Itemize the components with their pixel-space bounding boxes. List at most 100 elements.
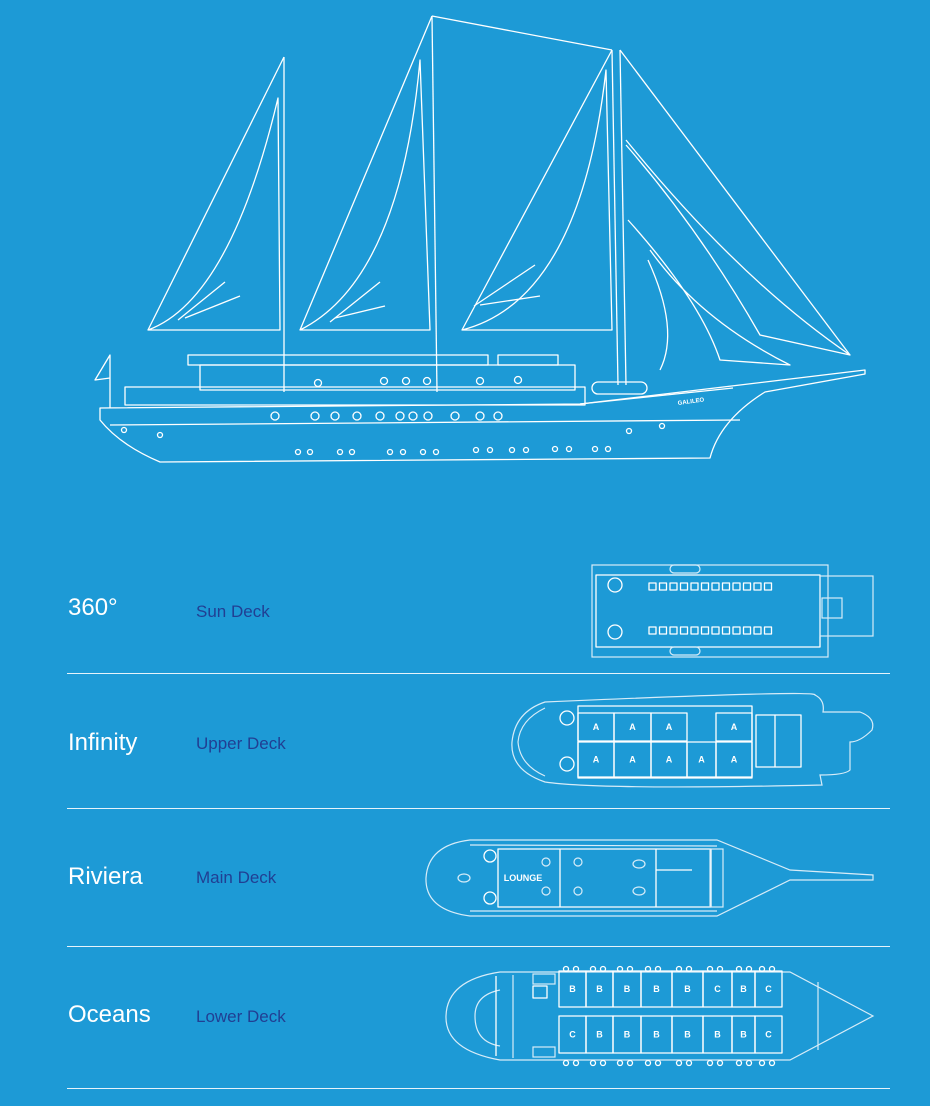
cabin (640, 1015, 673, 1054)
porthole-icon (675, 965, 683, 973)
sun-lounger-icon (690, 582, 699, 591)
porthole-icon (654, 1059, 662, 1067)
cabin-type-label: A (698, 755, 705, 765)
main-deck-plan: LOUNGE (425, 839, 874, 917)
cabin (577, 712, 615, 742)
sun-lounger-icon (742, 626, 752, 635)
porthole-icon (706, 1059, 714, 1067)
sun-lounger-icon (700, 626, 710, 635)
cabin (613, 741, 652, 778)
cabin (731, 970, 756, 1008)
sun-lounger-icon (669, 626, 678, 635)
cabin-type-label: C (765, 984, 772, 994)
deck-label-lower: Lower Deck (196, 1007, 286, 1026)
porthole-icon (675, 1059, 683, 1067)
sun-lounger-icon (732, 626, 741, 635)
sun-lounger-icon (711, 626, 720, 635)
sun-lounger-icon (763, 626, 773, 635)
porthole-icon (768, 965, 776, 973)
sun-lounger-icon (679, 626, 689, 635)
cabin-type-label: A (731, 755, 738, 765)
sun-lounger-icon (700, 582, 710, 591)
sun-lounger-icon (763, 582, 773, 591)
sun-lounger-icon (658, 582, 668, 591)
cabin (585, 970, 614, 1008)
porthole-icon (735, 965, 743, 973)
cabin-type-label: C (714, 984, 721, 994)
porthole-icon (599, 1059, 607, 1067)
sun-lounger-icon (658, 626, 668, 635)
cabin (702, 1015, 733, 1054)
porthole-icon (654, 965, 662, 973)
sun-lounger-icon (679, 582, 689, 591)
porthole-icon (745, 1059, 753, 1067)
porthole-icon (589, 965, 597, 973)
cabin (671, 970, 704, 1008)
cabin-type-label: B (684, 1030, 691, 1040)
deck-name-upper: Infinity (68, 729, 138, 756)
deck-name-sun: 360° (68, 594, 118, 621)
porthole-icon (685, 965, 693, 973)
porthole-icon (572, 1059, 580, 1067)
cabin (754, 970, 783, 1008)
porthole-icon (626, 1059, 634, 1067)
porthole-icon (589, 1059, 597, 1067)
cabin-type-label: B (740, 1030, 747, 1040)
cabin (731, 1015, 756, 1054)
cabin-type-label: A (666, 722, 673, 732)
sun-lounger-icon (669, 582, 678, 591)
cabin-type-label: A (666, 755, 673, 765)
sun-lounger-icon (742, 582, 752, 591)
porthole-icon (562, 1059, 570, 1067)
hull-name: GALILEO (677, 397, 705, 407)
porthole-icon (616, 1059, 624, 1067)
porthole-icon (758, 965, 766, 973)
cabin (558, 1015, 587, 1054)
cabin (715, 712, 753, 742)
porthole-icon (735, 1059, 743, 1067)
deck-label-main: Main Deck (196, 868, 277, 887)
helm-wheel-icon (483, 849, 497, 863)
cabin-type-label: A (731, 722, 738, 732)
cabin (686, 741, 717, 778)
porthole-icon (685, 1059, 693, 1067)
sun-lounger-icon (732, 582, 741, 591)
cabin-type-label: B (596, 1030, 603, 1040)
deck-name-lower: Oceans (68, 1001, 151, 1028)
room-label-lounge: LOUNGE (504, 873, 543, 883)
helm-wheel-icon (483, 891, 497, 905)
helm-wheel-icon (607, 577, 623, 593)
cabin-type-label: B (569, 984, 576, 994)
cabin (702, 970, 733, 1008)
porthole-icon (626, 965, 634, 973)
cabin (577, 741, 615, 778)
cabin (612, 1015, 642, 1054)
divider (67, 1088, 890, 1089)
stairs-icon (532, 985, 548, 999)
cabin-type-label: B (653, 984, 660, 994)
cabin (558, 970, 587, 1008)
sun-lounger-icon (721, 626, 731, 635)
divider (67, 808, 890, 809)
porthole-icon (745, 965, 753, 973)
porthole-icon (599, 965, 607, 973)
porthole-icon (706, 965, 714, 973)
cabin-type-label: B (596, 984, 603, 994)
main-mast (431, 15, 438, 393)
cabin (671, 1015, 704, 1054)
cabin-type-label: C (569, 1030, 576, 1040)
porthole-icon (644, 1059, 652, 1067)
sun-deck-plan (591, 564, 874, 658)
cabin (650, 712, 688, 742)
cabin-type-label: B (740, 984, 747, 994)
sun-lounger-icon (753, 582, 762, 591)
cabin-type-label: B (624, 984, 631, 994)
deck-label-sun: Sun Deck (196, 602, 270, 621)
sun-lounger-icon (648, 582, 657, 591)
cabin-type-label: A (629, 755, 636, 765)
cabin (715, 741, 753, 778)
cabin-type-label: B (684, 984, 691, 994)
porthole-icon (758, 1059, 766, 1067)
